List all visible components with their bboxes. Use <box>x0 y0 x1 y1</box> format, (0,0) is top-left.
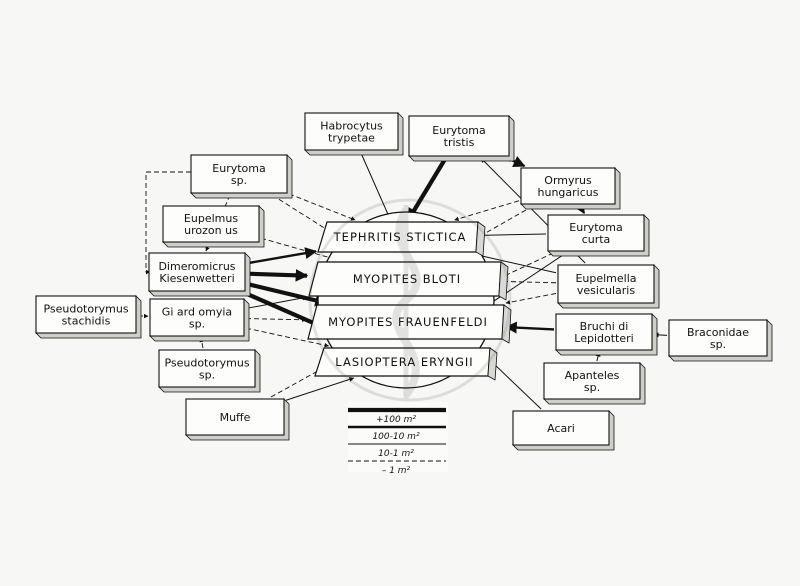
node-label-line: stachidis <box>62 315 111 328</box>
host-band-h3: MYOPITES FRAUENFELDI <box>307 304 512 344</box>
node-label-line: Eurytoma <box>569 221 622 234</box>
edge-eupelmus-to-h2 <box>260 237 339 262</box>
edge-elbow-connector <box>145 171 191 275</box>
node-label-line: Braconidae <box>687 326 749 339</box>
node-muffe: Muffe <box>185 398 290 441</box>
edge-giardomyia-to-h3 <box>245 317 307 323</box>
host-band-h2: MYOPITES BLOTI <box>308 261 509 301</box>
host-label: MYOPITES FRAUENFELDI <box>328 315 488 329</box>
watermark-stamp <box>308 198 512 402</box>
edge-giardomyia-to-h2 <box>245 295 308 309</box>
node-label-line: Habrocytus <box>320 120 383 133</box>
edge-eurytoma_tristis-to-h1 <box>406 156 448 222</box>
node-label-line: sp. <box>231 174 247 187</box>
edge-ormyrus-to-h1 <box>454 200 520 221</box>
node-label-line: Apanteles <box>565 369 620 382</box>
edge-giardomyia-to-h4 <box>245 327 330 348</box>
legend-entry-dashed: – 1 m² <box>348 460 446 476</box>
node-label-line: curta <box>582 233 611 246</box>
edge-eurytoma_sp-to-h1 <box>288 193 356 221</box>
node-label-line: hungaricus <box>538 186 599 199</box>
host-sphere <box>317 211 495 389</box>
node-label-line: tristis <box>444 136 475 149</box>
edge-bruchi-to-h3 <box>504 321 555 334</box>
node-label-line: Ormyrus <box>544 174 592 187</box>
host-cluster: TEPHRITIS STICTICA MYOPITES BLOTI MYOPITES… <box>307 211 512 389</box>
host-label: MYOPITES BLOTI <box>353 272 461 286</box>
edge-dimeromicrus-to-h2 <box>246 269 309 282</box>
legend-label: 10-1 m² <box>378 449 414 459</box>
edge-muffe-to-h4 <box>285 377 355 401</box>
node-label-line: Eurytoma <box>212 162 265 175</box>
node-label-line: Dimeromicrus <box>158 260 235 273</box>
node-label-line: sp. <box>189 318 205 331</box>
legend-label: 100-10 m² <box>372 432 420 442</box>
host-band-h4: LASIOPTERA ERYNGII <box>314 347 498 381</box>
node-label-line: Pseudotorymus <box>164 357 249 370</box>
edge-dimeromicrus-to-h3 <box>246 281 328 307</box>
edge-dimeromicrus-to-h1 <box>246 247 318 265</box>
host-label: LASIOPTERA ERYNGII <box>335 355 473 369</box>
edge-habrocytus-to-h1 <box>360 151 391 221</box>
node-label-line: Muffe <box>220 411 251 424</box>
node-label-line: trypetae <box>328 132 375 145</box>
node-label-line: Gi ard omyia <box>162 306 232 319</box>
edge-eupelmella-to-h3 <box>505 293 557 305</box>
edge-eurytoma_curta-to-h1 <box>479 232 547 238</box>
edge-eupelmella-to-h1 <box>472 252 557 274</box>
node-label-line: Acari <box>547 422 575 435</box>
node-label-line: Kiesenwetteri <box>159 272 234 285</box>
node-label-line: Eupelmella <box>575 272 636 285</box>
host-label: TEPHRITIS STICTICA <box>333 230 467 244</box>
node-label-line: Pseudotorymus <box>43 303 128 316</box>
node-label-line: urozon us <box>184 224 238 237</box>
node-label-line: sp. <box>710 338 726 351</box>
legend: +100 m² 100-10 m² 10-1 m² – 1 m² <box>348 402 448 476</box>
node-label-line: Eupelmus <box>184 212 238 225</box>
node-label-line: Eurytoma <box>432 124 485 137</box>
node-label-line: Lepidotteri <box>574 332 633 345</box>
host-band-h1: TEPHRITIS STICTICA <box>317 221 486 257</box>
nodes-layer: HabrocytustrypetaeEurytomatristisEurytom… <box>35 112 773 451</box>
legend-entry-thick: +100 m² <box>348 407 446 425</box>
edge-eurytoma_sp-to-h2 <box>271 194 376 261</box>
node-label-line: Bruchi di <box>580 320 629 333</box>
node-label-line: vesicularis <box>577 284 635 297</box>
node-acari: Acari <box>512 410 615 451</box>
node-label-line: sp. <box>584 381 600 394</box>
node-label-line: sp. <box>199 369 215 382</box>
legend-entry-medium: 100-10 m² <box>348 425 446 442</box>
legend-entry-thin: 10-1 m² <box>348 443 446 459</box>
edge-eupelmella-to-h2 <box>502 279 557 284</box>
legend-label: – 1 m² <box>382 466 411 476</box>
legend-label: +100 m² <box>376 415 416 425</box>
